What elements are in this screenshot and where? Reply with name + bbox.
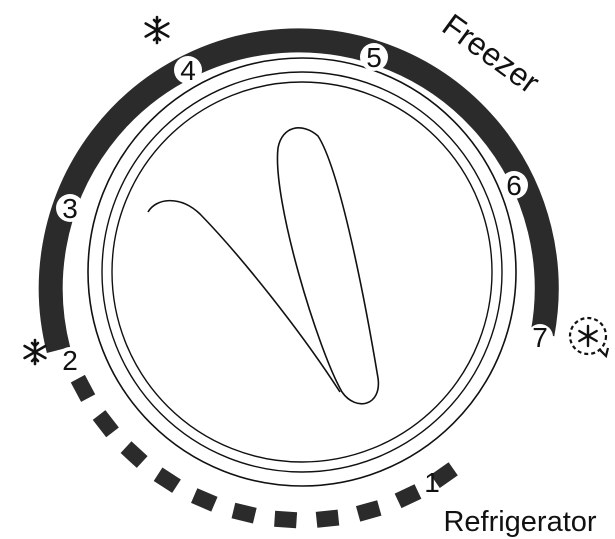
knob-outer-ring bbox=[88, 58, 516, 486]
refrigerator-range-dash bbox=[154, 468, 181, 493]
setting-number-7: 7 bbox=[532, 322, 548, 353]
refrigerator-label: Refrigerator bbox=[443, 506, 596, 538]
snowflake-icon bbox=[25, 340, 46, 364]
refrigerator-range-dash bbox=[93, 410, 119, 437]
setting-marker-2: 2 bbox=[57, 345, 83, 376]
refrigerator-range-dash bbox=[395, 484, 422, 508]
refrigerator-range-dash bbox=[71, 375, 95, 402]
setting-number-6: 6 bbox=[506, 170, 522, 201]
setting-number-5: 5 bbox=[366, 42, 382, 73]
refrigerator-range-dash bbox=[274, 511, 297, 528]
setting-number-2: 2 bbox=[62, 345, 78, 376]
refrigerator-range-dash bbox=[232, 503, 257, 524]
refrigerator-range-dash bbox=[191, 488, 218, 511]
snowflake-icon bbox=[146, 17, 169, 43]
refrigerator-range-dash bbox=[121, 441, 148, 468]
refrigerator-range-dash bbox=[316, 510, 340, 528]
setting-number-1: 1 bbox=[424, 467, 440, 498]
defrost-snowflake-icon bbox=[570, 318, 608, 356]
setting-number-3: 3 bbox=[62, 193, 78, 224]
setting-number-4: 4 bbox=[180, 55, 196, 86]
refrigerator-range-dash bbox=[356, 500, 381, 521]
